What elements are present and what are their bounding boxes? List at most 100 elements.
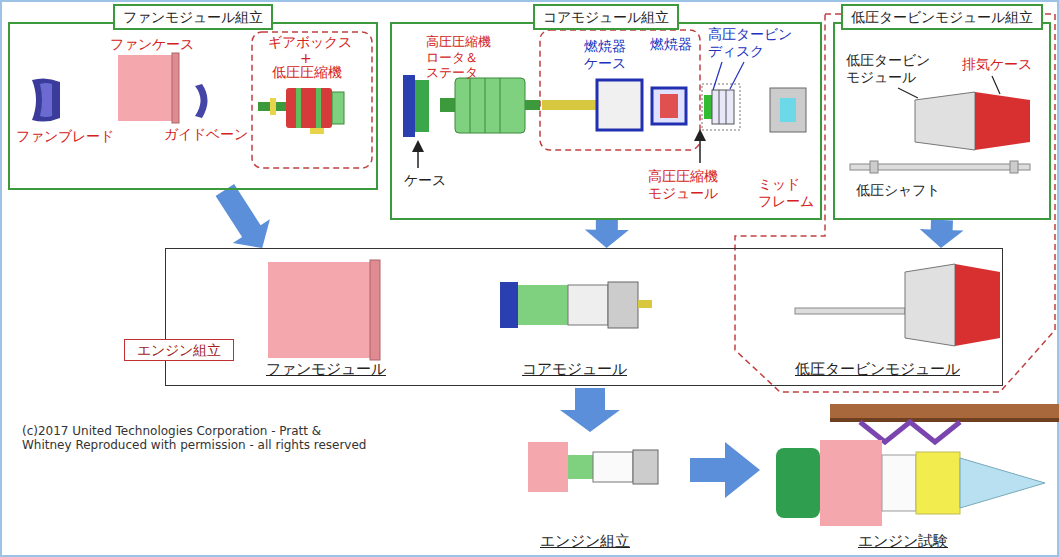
plus-sign: + bbox=[300, 50, 312, 67]
stage-name: エンジン試験 bbox=[858, 532, 948, 550]
lpt-module-assembled bbox=[795, 308, 905, 314]
core-module bbox=[500, 282, 518, 328]
engine-assembly bbox=[528, 442, 568, 492]
part-name: 燃焼器 ケース bbox=[584, 38, 626, 72]
lpt-module bbox=[915, 92, 975, 150]
engine-assembly-box: エンジン組立 bbox=[165, 248, 1003, 386]
core-module bbox=[608, 282, 638, 328]
group-title: ファンモジュール組立 bbox=[113, 4, 273, 30]
copyright-note: (c)2017 United Technologies Corporation … bbox=[22, 424, 372, 453]
hpt-disk bbox=[719, 90, 720, 124]
guide-vane bbox=[195, 84, 208, 118]
part-name: ファンケース bbox=[110, 36, 194, 53]
fan-case bbox=[118, 55, 174, 121]
engine-test bbox=[820, 440, 882, 526]
hpc-module-outline bbox=[540, 30, 700, 150]
engine-test bbox=[882, 455, 916, 511]
gearbox-lpc-outline bbox=[252, 32, 372, 168]
lp-shaft bbox=[870, 161, 878, 173]
part-name: 高圧圧縮機 モジュール bbox=[648, 168, 718, 202]
engine-assembly bbox=[593, 452, 633, 482]
gearbox-lpc bbox=[332, 92, 344, 124]
gearbox-lpc-outline bbox=[252, 32, 372, 168]
hpc-rotor-stator bbox=[455, 78, 525, 133]
engine-assembly bbox=[568, 455, 593, 479]
core-case bbox=[403, 75, 415, 137]
hpt-disk bbox=[700, 62, 744, 163]
fan-case bbox=[118, 53, 179, 123]
gearbox-lpc bbox=[296, 88, 301, 128]
gearbox-lpc bbox=[316, 88, 321, 128]
combustor bbox=[652, 88, 686, 124]
lpt-module bbox=[992, 76, 1000, 94]
part-name: ミッド フレーム bbox=[758, 176, 814, 210]
stage-name: エンジン組立 bbox=[540, 532, 630, 550]
hpc-rotor-stator bbox=[470, 78, 471, 133]
part-name: 高圧圧縮機 ロータ＆ステータ bbox=[426, 34, 491, 81]
hpt-disk bbox=[699, 135, 701, 163]
gearbox-lpc bbox=[310, 128, 324, 134]
engine-test bbox=[860, 422, 960, 442]
hpc-rotor-stator bbox=[500, 78, 501, 133]
fan-blade bbox=[32, 78, 60, 121]
assembly-group-box: コアモジュール組立 bbox=[390, 22, 822, 220]
part-name: 燃焼器 bbox=[650, 36, 692, 53]
part-name: 低圧シャフト bbox=[856, 182, 940, 199]
gearbox-lpc bbox=[286, 88, 332, 128]
fan-module bbox=[370, 260, 380, 360]
engine-test bbox=[776, 448, 820, 518]
combustor-case bbox=[597, 80, 642, 130]
engine-test bbox=[830, 418, 1059, 422]
combustor-case bbox=[542, 80, 642, 130]
combustor bbox=[660, 94, 678, 118]
core-module bbox=[500, 282, 652, 328]
lp-shaft bbox=[1010, 161, 1018, 173]
module-name: 低圧タービンモジュール bbox=[795, 360, 960, 378]
hpc-module-outline bbox=[540, 30, 700, 150]
guide-vane bbox=[195, 84, 208, 118]
lpt-outline bbox=[735, 14, 1055, 392]
lpt-module bbox=[898, 76, 1030, 150]
gearbox-lpc bbox=[270, 98, 276, 115]
core-case bbox=[403, 75, 429, 168]
flow-arrow bbox=[585, 220, 629, 248]
hpt-disk bbox=[702, 84, 740, 130]
core-module bbox=[568, 285, 608, 325]
module-name: コアモジュール bbox=[522, 360, 627, 378]
hpc-rotor-stator bbox=[525, 100, 540, 110]
mid-frame bbox=[780, 98, 796, 122]
part-name: ガイドベーン bbox=[164, 126, 248, 143]
flow-arrow bbox=[920, 220, 964, 248]
fan-module bbox=[268, 262, 372, 358]
assembly-group-box: ファンモジュール組立 bbox=[8, 22, 378, 190]
core-module bbox=[518, 285, 568, 325]
lpt-module bbox=[975, 92, 1030, 150]
module-name: ファンモジュール bbox=[266, 360, 386, 378]
part-name: ケース bbox=[404, 172, 446, 189]
core-case bbox=[415, 80, 429, 132]
hpt-disk bbox=[704, 95, 712, 119]
group-title: コアモジュール組立 bbox=[533, 4, 679, 30]
hpc-rotor-stator bbox=[440, 78, 540, 133]
part-name: 低圧タービン モジュール bbox=[846, 52, 930, 86]
right-arrow bbox=[690, 442, 760, 498]
part-name: ファンブレード bbox=[16, 128, 114, 145]
core-module bbox=[638, 300, 652, 308]
combustor-case bbox=[542, 100, 597, 110]
combustor bbox=[652, 88, 686, 124]
fan-blade bbox=[32, 78, 60, 121]
engine-assembly bbox=[633, 450, 658, 484]
part-name: 低圧圧縮機 bbox=[272, 64, 342, 81]
hpt-disk bbox=[712, 90, 734, 124]
mid-frame bbox=[770, 88, 806, 132]
engine-test bbox=[960, 458, 1045, 508]
engine-test bbox=[776, 404, 1059, 526]
part-name: ギアボックス bbox=[268, 34, 352, 51]
group-title: 低圧タービンモジュール組立 bbox=[841, 4, 1043, 30]
lpt-module bbox=[898, 88, 918, 98]
core-case bbox=[417, 146, 419, 168]
